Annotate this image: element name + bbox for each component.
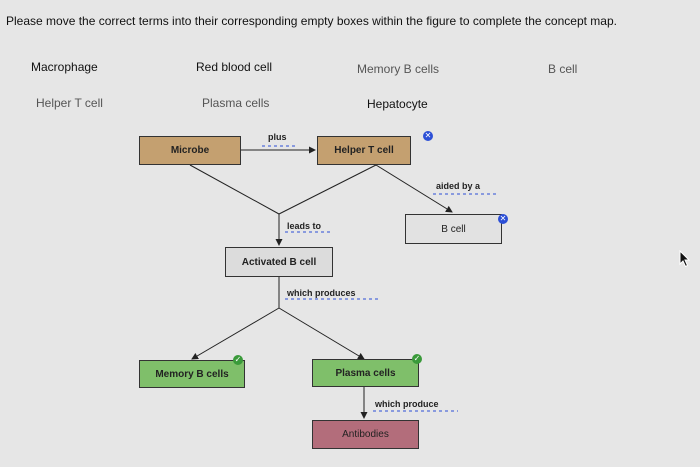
term-plasma-cells[interactable]: Plasma cells [202,96,270,110]
incorrect-icon: ✕ [423,131,433,141]
instruction-text: Please move the correct terms into their… [6,14,617,28]
link-label-plus: plus [268,132,287,142]
drop-box-memory-b-cells[interactable]: Memory B cells [139,360,245,388]
link-label-aided-by: aided by a [436,181,481,191]
drop-box-b-cell[interactable]: B cell [405,214,502,244]
incorrect-icon: ✕ [498,214,508,224]
mouse-cursor-icon [679,250,691,268]
term-macrophage[interactable]: Macrophage [31,60,98,74]
node-microbe: Microbe [139,136,241,165]
term-hepatocyte[interactable]: Hepatocyte [367,97,428,111]
check-icon: ✓ [233,355,243,365]
check-icon: ✓ [412,354,422,364]
term-memory-b-cells[interactable]: Memory B cells [357,62,440,76]
term-helper-t-cell[interactable]: Helper T cell [36,96,103,110]
drop-box-plasma-cells[interactable]: Plasma cells [312,359,419,387]
link-label-which-produces: which produces [287,288,356,298]
term-red-blood-cell[interactable]: Red blood cell [196,60,273,74]
link-label-leads-to: leads to [287,221,322,231]
node-activated-b-cell: Activated B cell [225,247,333,277]
term-b-cell[interactable]: B cell [548,62,578,76]
drop-box-helper-t-cell[interactable]: Helper T cell [317,136,411,165]
node-antibodies: Antibodies [312,420,419,449]
link-label-which-produce: which produce [375,399,439,409]
